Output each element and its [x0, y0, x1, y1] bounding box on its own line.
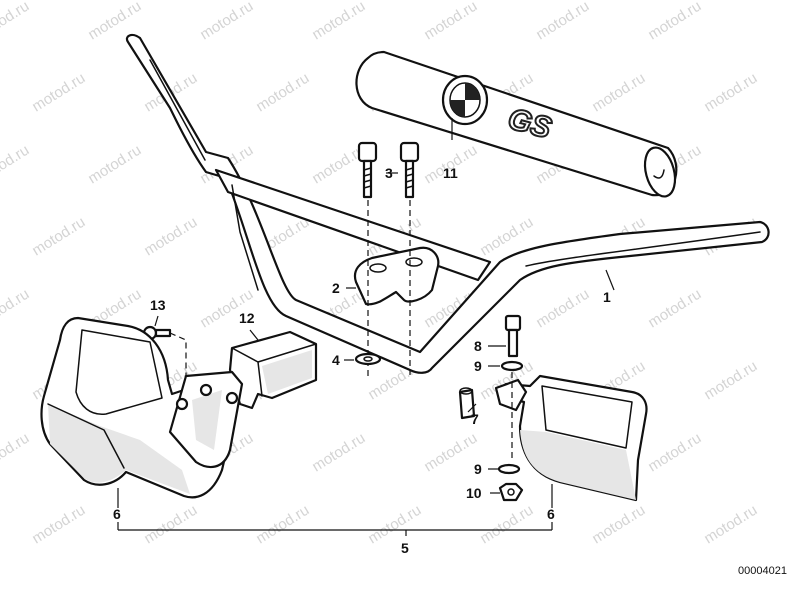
callout-12: 12	[239, 310, 255, 326]
watermark-text: motod.ru	[701, 358, 760, 404]
watermark-text: motod.ru	[253, 502, 312, 548]
watermark-text: motod.ru	[85, 142, 144, 188]
watermark-text: motod.ru	[29, 502, 88, 548]
watermark-text: motod.ru	[589, 502, 648, 548]
callout-7: 7	[471, 411, 479, 427]
callout-3: 3	[385, 165, 393, 181]
watermark-text: motod.ru	[533, 286, 592, 332]
watermark-text: motod.ru	[645, 286, 704, 332]
watermark-text: motod.ru	[645, 430, 704, 476]
watermark-text: motod.ru	[701, 70, 760, 116]
callout-9-upper: 9	[474, 358, 482, 374]
callout-5: 5	[401, 540, 409, 556]
watermark-text: motod.ru	[29, 214, 88, 260]
leader-lines	[117, 118, 615, 536]
handlebar-pad: GS	[355, 50, 678, 198]
watermark-text: motod.ru	[0, 430, 32, 476]
callout-8: 8	[474, 338, 482, 354]
hand-guard-right	[498, 374, 648, 502]
callout-numbers: 1 2 3 4 5 6 6 7 8 9 9 10 11 12 13	[113, 165, 611, 556]
watermark-text: motod.ru	[645, 0, 704, 43]
watermark-text: motod.ru	[421, 430, 480, 476]
clamp-block	[353, 246, 440, 306]
hand-guard-left	[40, 316, 244, 499]
mount-hardware	[494, 314, 528, 502]
watermark-text: motod.ru	[365, 502, 424, 548]
watermark-text: motod.ru	[253, 70, 312, 116]
watermark-text: motod.ru	[309, 430, 368, 476]
watermark-text: motod.ru	[141, 214, 200, 260]
callout-4: 4	[332, 352, 340, 368]
callout-10: 10	[466, 485, 482, 501]
watermark-text: motod.ru	[477, 502, 536, 548]
callout-2: 2	[332, 280, 340, 296]
washer-4	[354, 352, 382, 366]
watermark-text: motod.ru	[701, 502, 760, 548]
watermark-text: motod.ru	[421, 0, 480, 43]
switch-housing	[228, 330, 318, 410]
callout-1: 1	[603, 289, 611, 305]
callout-6-left: 6	[113, 506, 121, 522]
watermark-text: motod.ru	[589, 70, 648, 116]
callout-13: 13	[150, 297, 166, 313]
callout-9-lower: 9	[474, 461, 482, 477]
watermark-text: motod.ru	[29, 70, 88, 116]
watermark-text: motod.ru	[0, 286, 32, 332]
watermark-text: motod.ru	[309, 0, 368, 43]
callout-11: 11	[443, 165, 458, 181]
spacer-7	[458, 387, 476, 420]
watermark-text: motod.ru	[197, 0, 256, 43]
callout-6-right: 6	[547, 506, 555, 522]
watermark-text: motod.ru	[0, 0, 32, 43]
watermark-text: motod.ru	[141, 502, 200, 548]
watermark-text: motod.ru	[533, 0, 592, 43]
watermark-text: motod.ru	[0, 142, 32, 188]
drawing-number: 00004021	[738, 565, 787, 577]
clamp-bolts	[357, 141, 420, 380]
